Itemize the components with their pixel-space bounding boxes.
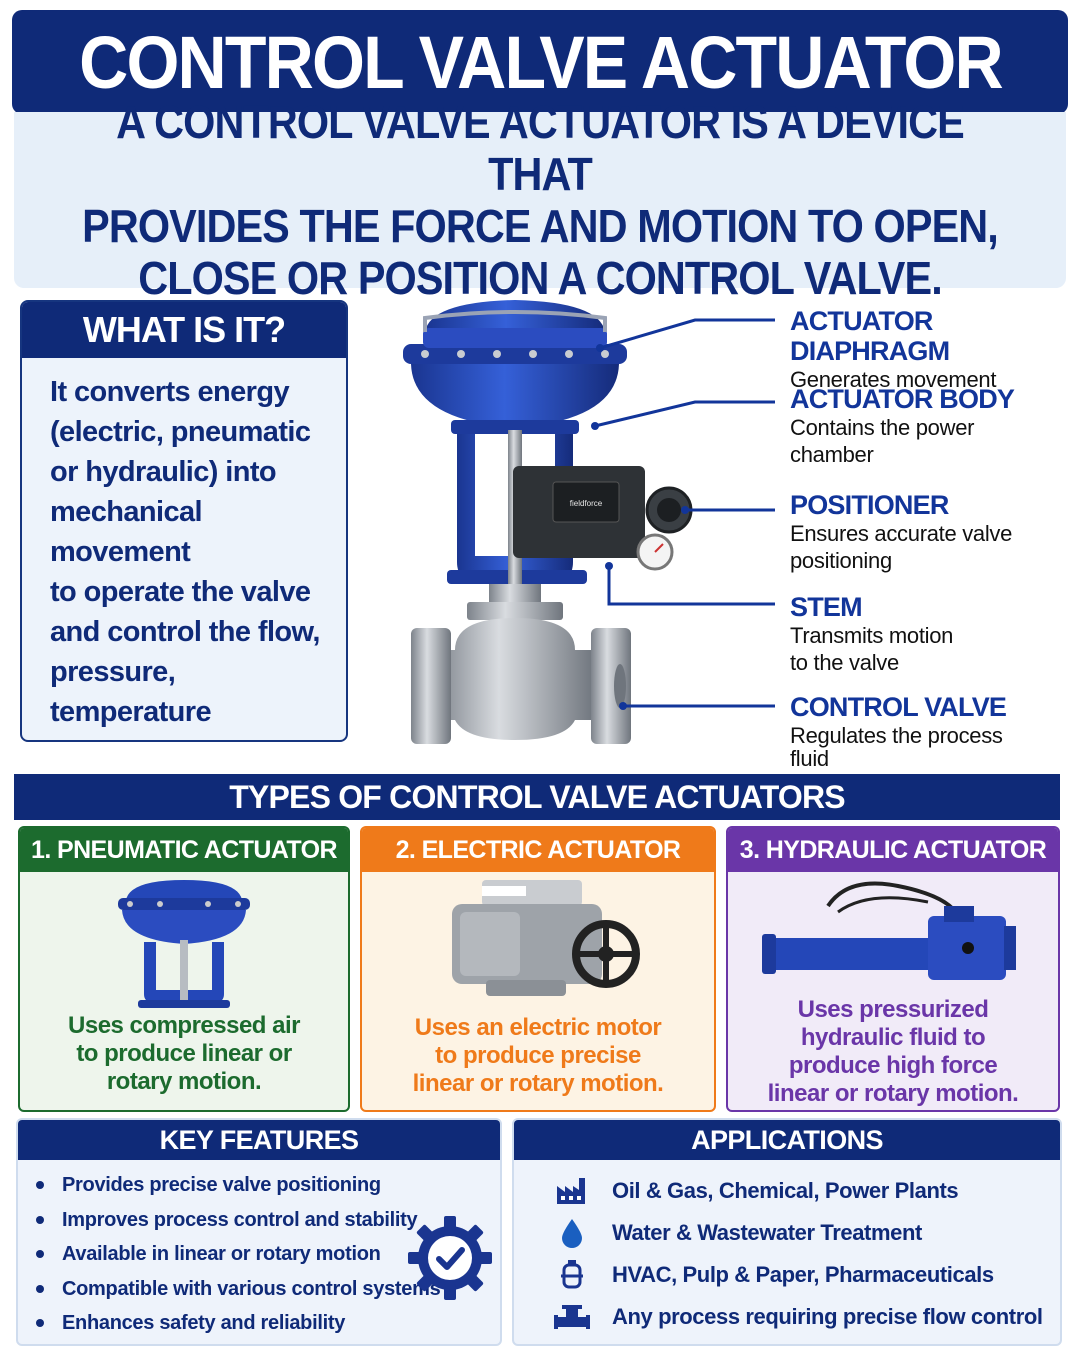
type-card-title: 1. PNEUMATIC ACTUATOR bbox=[20, 828, 348, 872]
key-features-heading: KEY FEATURES bbox=[18, 1120, 500, 1160]
callout-control-valve: CONTROL VALVE Regulates the process flui… bbox=[790, 692, 1070, 771]
callout-desc: chamber bbox=[790, 442, 874, 467]
what-line: to operate the valve bbox=[50, 576, 311, 608]
factory-icon bbox=[554, 1175, 590, 1207]
tank-icon bbox=[554, 1259, 590, 1291]
desc-line: Uses an electric motor bbox=[414, 1014, 662, 1041]
callout-desc: Contains the power bbox=[790, 415, 975, 440]
hydraulic-actuator-icon bbox=[762, 881, 1016, 980]
type-card-pneumatic: 1. PNEUMATIC ACTUATOR Uses compressed ai… bbox=[18, 826, 350, 1112]
application-item: Any process requiring precise flow contr… bbox=[514, 1296, 1060, 1338]
application-text: Any process requiring precise flow contr… bbox=[612, 1304, 1043, 1329]
what-line: and control the flow, bbox=[50, 616, 320, 648]
water-drop-icon bbox=[554, 1217, 590, 1249]
bullet-icon bbox=[36, 1284, 44, 1293]
type-card-title: 2. ELECTRIC ACTUATOR bbox=[362, 828, 714, 872]
bullet-icon bbox=[36, 1181, 44, 1190]
application-text: Oil & Gas, Chemical, Power Plants bbox=[612, 1178, 959, 1203]
definition-box: A CONTROL VALVE ACTUATOR IS A DEVICE THA… bbox=[14, 96, 1066, 304]
callout-desc: Transmits motion bbox=[790, 623, 954, 648]
what-is-it-panel: WHAT IS IT? It converts energy (electric… bbox=[20, 300, 348, 742]
applications-heading: APPLICATIONS bbox=[514, 1120, 1060, 1160]
feature-text: Enhances safety and reliability bbox=[62, 1312, 346, 1334]
callout-desc: Ensures accurate valve bbox=[790, 521, 1013, 546]
type-card-hydraulic: 3. HYDRAULIC ACTUATOR Uses pressurized h… bbox=[726, 826, 1060, 1112]
types-heading: TYPES OF CONTROL VALVE ACTUATORS bbox=[14, 774, 1060, 820]
application-text: Water & Wastewater Treatment bbox=[612, 1220, 922, 1245]
definition-line: PROVIDES THE FORCE AND MOTION TO OPEN, bbox=[82, 200, 999, 252]
callout-positioner: POSITIONER Ensures accurate valve positi… bbox=[790, 490, 1070, 574]
what-line: mechanical movement bbox=[50, 496, 203, 568]
application-text: HVAC, Pulp & Paper, Pharmaceuticals bbox=[612, 1262, 994, 1287]
type-card-desc: Uses compressed air to produce linear or… bbox=[20, 1012, 348, 1096]
callout-desc: Regulates the process bbox=[790, 723, 1003, 748]
callout-desc: fluid bbox=[790, 746, 829, 771]
applications-panel: APPLICATIONS Oil & Gas, Chemical, Power … bbox=[512, 1118, 1062, 1346]
positioner-brand: fieldforce bbox=[570, 499, 603, 508]
electric-actuator-icon bbox=[452, 880, 640, 996]
application-item: HVAC, Pulp & Paper, Pharmaceuticals bbox=[514, 1254, 1060, 1296]
callout-actuator-body: ACTUATOR BODY Contains the power chamber bbox=[790, 384, 1070, 468]
definition-line: CLOSE OR POSITION A CONTROL VALVE. bbox=[138, 252, 942, 304]
callout-desc: positioning bbox=[790, 548, 892, 573]
control-valve-illustration: fieldforce bbox=[403, 300, 775, 744]
callout-title: ACTUATOR DIAPHRAGM bbox=[790, 306, 950, 366]
definition-text: A CONTROL VALVE ACTUATOR IS A DEVICE THA… bbox=[67, 96, 1014, 304]
bullet-icon bbox=[36, 1215, 44, 1224]
callout-stem: STEM Transmits motion to the valve bbox=[790, 592, 1070, 676]
desc-line: Uses pressurized bbox=[797, 996, 989, 1023]
callout-desc: Generates movement bbox=[790, 367, 997, 392]
feature-item: Provides precise valve positioning bbox=[36, 1168, 500, 1203]
what-is-it-heading: WHAT IS IT? bbox=[22, 302, 346, 358]
callout-title: STEM bbox=[790, 592, 863, 622]
valve-pipe-icon bbox=[554, 1301, 590, 1333]
callout-title: CONTROL VALVE bbox=[790, 692, 1007, 722]
bullet-icon bbox=[36, 1319, 44, 1328]
bullet-icon bbox=[36, 1250, 44, 1259]
positioner-unit: fieldforce bbox=[513, 466, 693, 571]
what-is-it-text: It converts energy (electric, pneumatic … bbox=[22, 358, 346, 740]
actuator-diaphragm bbox=[403, 300, 627, 428]
desc-line: linear or rotary motion. bbox=[412, 1070, 664, 1097]
callout-actuator-diaphragm: ACTUATOR DIAPHRAGM Generates movement bbox=[790, 306, 1070, 393]
callout-desc: to the valve bbox=[790, 650, 899, 675]
callout-title: ACTUATOR BODY bbox=[790, 384, 1015, 414]
application-item: Water & Wastewater Treatment bbox=[514, 1212, 1060, 1254]
what-line: or hydraulic) into bbox=[50, 456, 277, 488]
type-card-title: 3. HYDRAULIC ACTUATOR bbox=[728, 828, 1058, 872]
feature-item: Improves process control and stability bbox=[36, 1203, 500, 1238]
desc-line: hydraulic fluid to bbox=[800, 1024, 986, 1051]
feature-item: Compatible with various control systems bbox=[36, 1272, 500, 1307]
type-card-electric: 2. ELECTRIC ACTUATOR Uses an electric mo… bbox=[360, 826, 716, 1112]
feature-text: Provides precise valve positioning bbox=[62, 1174, 381, 1196]
feature-text: Improves process control and stability bbox=[62, 1208, 418, 1231]
feature-item: Enhances safety and reliability bbox=[36, 1306, 500, 1341]
desc-line: rotary motion. bbox=[106, 1068, 262, 1095]
application-item: Oil & Gas, Chemical, Power Plants bbox=[514, 1170, 1060, 1212]
feature-text: Available in linear or rotary motion bbox=[62, 1243, 381, 1265]
type-card-desc: Uses pressurized hydraulic fluid to prod… bbox=[728, 996, 1058, 1108]
callout-title: POSITIONER bbox=[790, 490, 949, 520]
what-line: (electric, pneumatic bbox=[50, 416, 311, 448]
what-line: pressure, temperature bbox=[50, 656, 212, 728]
what-line: It converts energy bbox=[50, 376, 290, 408]
key-features-list: Provides precise valve positioning Impro… bbox=[18, 1160, 500, 1341]
type-card-desc: Uses an electric motor to produce precis… bbox=[362, 1014, 714, 1098]
key-features-panel: KEY FEATURES Provides precise valve posi… bbox=[16, 1118, 502, 1346]
desc-line: Uses compressed air bbox=[68, 1012, 300, 1039]
gear-check-icon bbox=[408, 1216, 492, 1300]
feature-text: Compatible with various control systems bbox=[62, 1277, 441, 1300]
definition-line: A CONTROL VALVE ACTUATOR IS A DEVICE THA… bbox=[116, 96, 965, 200]
pneumatic-actuator-icon bbox=[118, 880, 250, 1008]
control-valve-body bbox=[411, 618, 631, 744]
desc-line: produce high force bbox=[788, 1052, 998, 1079]
page-title: CONTROL VALVE ACTUATOR bbox=[78, 20, 1004, 104]
desc-line: to produce precise bbox=[435, 1042, 641, 1069]
what-line: or level of a process. bbox=[50, 732, 336, 740]
feature-item: Available in linear or rotary motion bbox=[36, 1237, 500, 1272]
desc-line: linear or rotary motion. bbox=[767, 1080, 1019, 1107]
title-banner: CONTROL VALVE ACTUATOR bbox=[12, 10, 1068, 114]
desc-line: to produce linear or bbox=[76, 1040, 292, 1067]
